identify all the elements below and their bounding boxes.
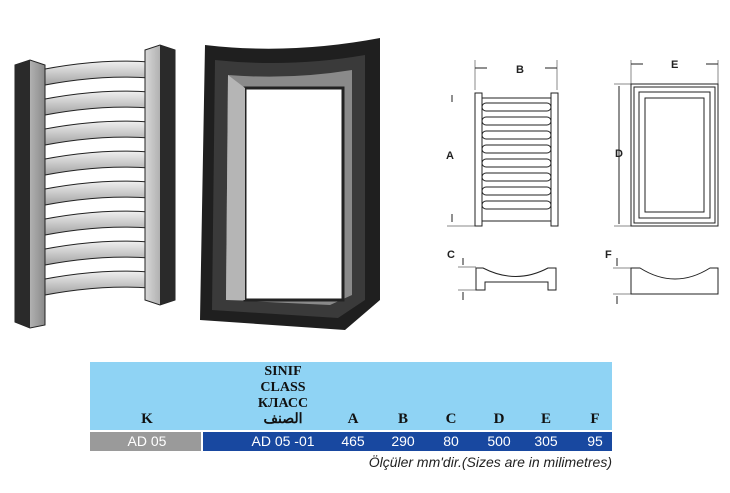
header-class: SINIF CLASS КЛАСС الصنف	[258, 364, 308, 428]
header-b: B	[397, 411, 409, 427]
header-k: K	[141, 411, 153, 427]
header-f: F	[590, 411, 600, 427]
value-f: 95	[587, 433, 603, 449]
class-label-ru: КЛАСС	[257, 396, 309, 411]
k-value: AD 05	[127, 433, 167, 449]
header-d: D	[493, 411, 505, 427]
dimension-label-b: B	[516, 64, 524, 76]
values-cell	[203, 432, 612, 451]
header-c: C	[445, 411, 457, 427]
rack-front-drawing	[447, 60, 559, 300]
value-c: 80	[443, 433, 459, 449]
dimension-label-d: D	[615, 148, 623, 160]
table-header: K SINIF CLASS КЛАСС الصنف A B C D E F	[90, 362, 612, 430]
frame-front-drawing	[613, 60, 719, 304]
class-label-tr: SINIF	[264, 364, 302, 379]
k-cell: AD 05	[90, 432, 201, 451]
frame-3d-image	[200, 38, 380, 330]
dimension-label-f: F	[605, 249, 612, 261]
rack-3d-image	[14, 44, 176, 329]
value-b: 290	[391, 433, 415, 449]
value-d: 500	[487, 433, 511, 449]
class-label-ar: الصنف	[263, 412, 303, 427]
value-e: 305	[534, 433, 558, 449]
dimension-label-a: A	[446, 150, 454, 162]
dimensions-table: K SINIF CLASS КЛАСС الصنف A B C D E F AD…	[90, 362, 612, 451]
table-row: AD 05 AD 05 -01 465 290 80 500 305 95	[90, 432, 612, 451]
header-e: E	[540, 411, 552, 427]
units-note: Ölçüler mm'dir.(Sizes are in milimetres)	[368, 454, 612, 470]
class-label-en: CLASS	[260, 380, 306, 395]
header-a: A	[347, 411, 359, 427]
dimension-label-e: E	[671, 59, 679, 71]
value-a: 465	[341, 433, 365, 449]
class-value: AD 05 -01	[251, 433, 315, 449]
dimension-label-c: C	[447, 249, 455, 261]
